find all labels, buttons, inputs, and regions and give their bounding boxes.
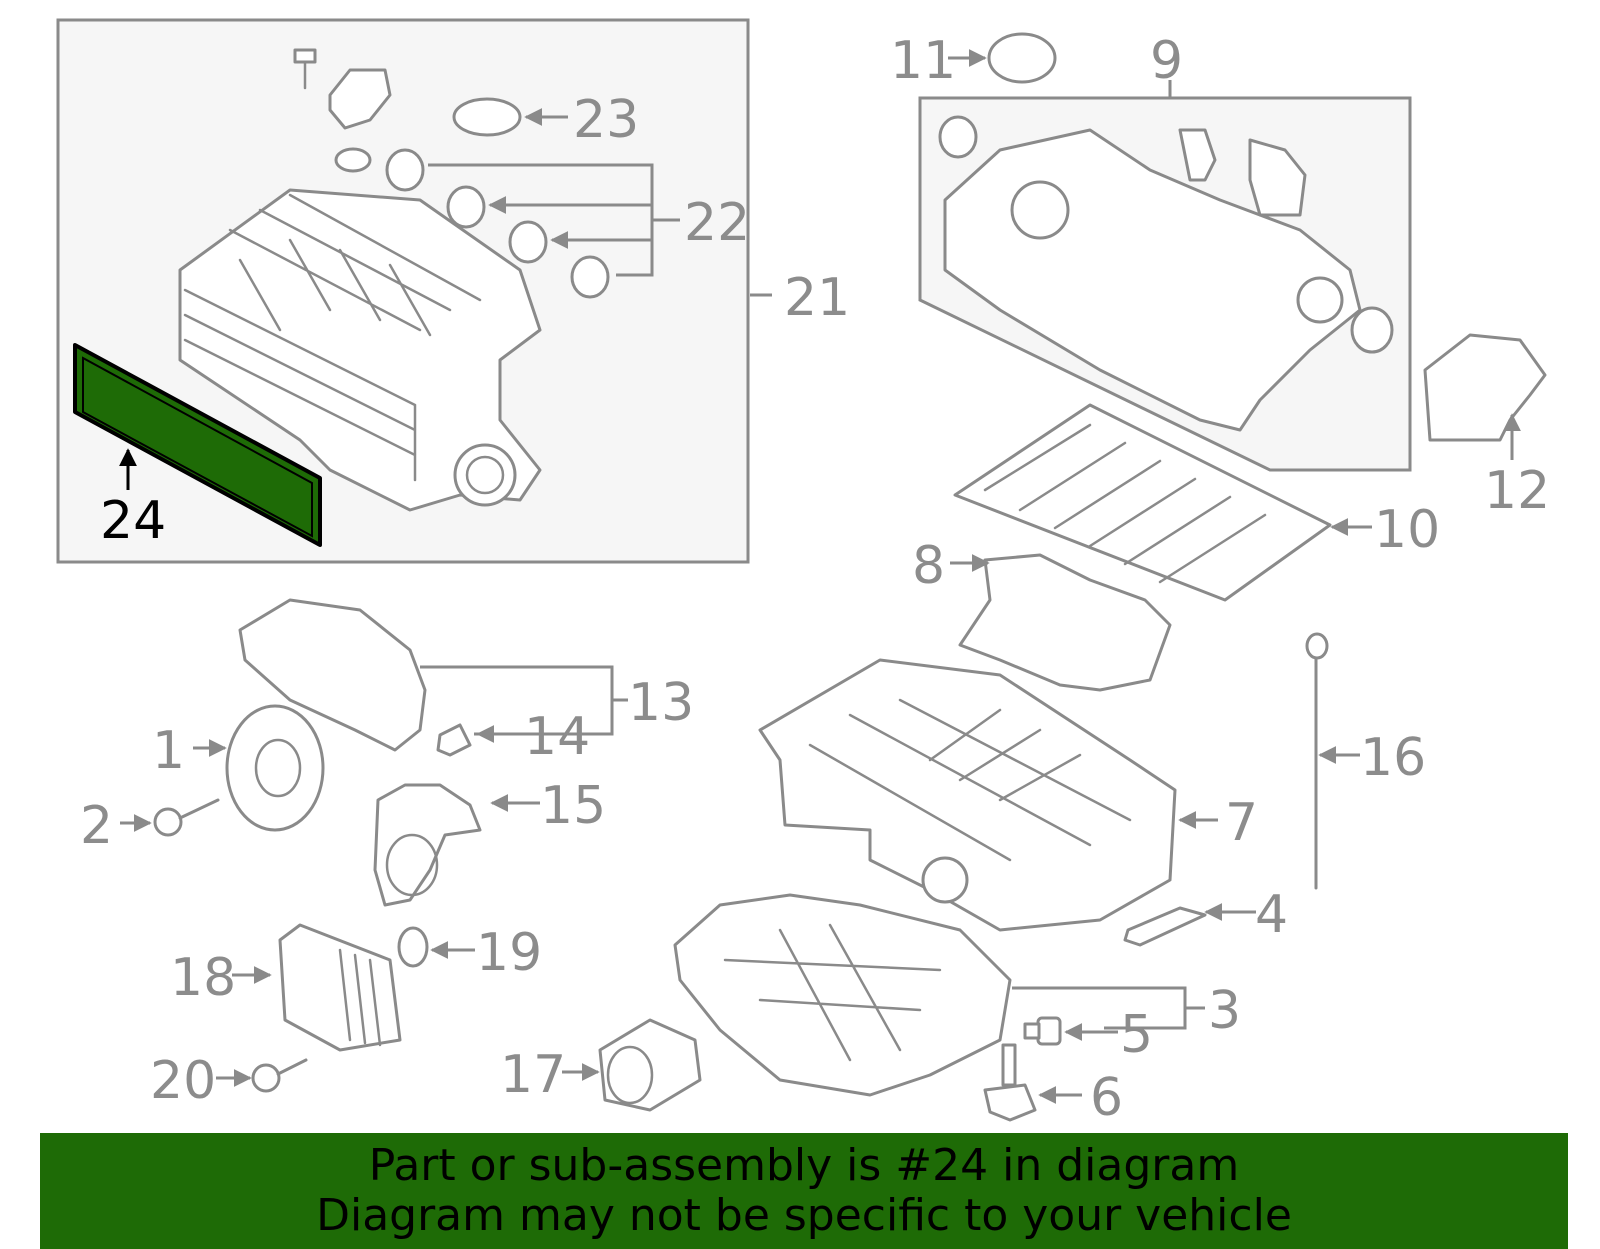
callout-5[interactable]: 5 bbox=[1120, 1005, 1153, 1065]
callout-20[interactable]: 20 bbox=[150, 1051, 216, 1111]
seal-part-23[interactable] bbox=[452, 97, 522, 137]
callout-4[interactable]: 4 bbox=[1255, 885, 1288, 945]
callout-3-leaders bbox=[1012, 986, 1205, 1030]
info-banner: Part or sub-assembly is #24 in diagram D… bbox=[40, 1133, 1568, 1249]
callout-16[interactable]: 16 bbox=[1360, 728, 1426, 788]
o-rings-part-22[interactable] bbox=[334, 147, 610, 299]
callout-23[interactable]: 23 bbox=[573, 90, 639, 150]
clip-part-14[interactable] bbox=[436, 723, 472, 757]
callout-8[interactable]: 8 bbox=[912, 536, 945, 596]
banner-line-1: Part or sub-assembly is #24 in diagram bbox=[368, 1140, 1240, 1191]
dipstick-part-16[interactable] bbox=[1305, 632, 1329, 890]
callout-7[interactable]: 7 bbox=[1225, 793, 1258, 853]
seal-housing-part-15[interactable] bbox=[373, 783, 482, 907]
banner-line-2: Diagram may not be specific to your vehi… bbox=[316, 1190, 1292, 1241]
callout-1[interactable]: 1 bbox=[152, 721, 185, 781]
o-ring-part-19[interactable] bbox=[397, 926, 429, 968]
callout-3[interactable]: 3 bbox=[1208, 981, 1241, 1041]
gasket-part-24[interactable] bbox=[73, 343, 322, 547]
bolt-part-20[interactable] bbox=[251, 1058, 308, 1093]
lower-oil-pan-part-3[interactable] bbox=[673, 893, 1012, 1097]
callout-21[interactable]: 21 bbox=[784, 268, 850, 328]
front-cover-part-13[interactable] bbox=[238, 598, 427, 752]
callout-12[interactable]: 12 bbox=[1484, 461, 1550, 521]
crank-pulley-part-1[interactable] bbox=[225, 704, 325, 832]
callout-22[interactable]: 22 bbox=[684, 193, 750, 253]
callout-15[interactable]: 15 bbox=[540, 776, 606, 836]
callout-17[interactable]: 17 bbox=[500, 1045, 566, 1105]
callout-13[interactable]: 13 bbox=[628, 673, 694, 733]
upper-oil-pan-part-7[interactable] bbox=[758, 658, 1177, 932]
oil-filter-part-17[interactable] bbox=[598, 1018, 702, 1112]
oil-cap-part-11[interactable] bbox=[987, 32, 1057, 84]
plug-part-4[interactable] bbox=[1123, 906, 1207, 947]
baffle-part-8[interactable] bbox=[958, 553, 1172, 692]
map-sensor[interactable] bbox=[293, 48, 392, 130]
callout-24[interactable]: 24 bbox=[100, 491, 166, 551]
bolt-part-2[interactable] bbox=[153, 798, 220, 837]
intake-manifold[interactable] bbox=[178, 188, 542, 512]
valve-cover-part-9[interactable] bbox=[938, 115, 1394, 432]
oil-cooler-part-18[interactable] bbox=[278, 923, 402, 1052]
callout-22-leaders bbox=[428, 163, 680, 277]
callout-14[interactable]: 14 bbox=[524, 707, 590, 767]
callout-19[interactable]: 19 bbox=[476, 923, 542, 983]
callout-18[interactable]: 18 bbox=[170, 948, 236, 1008]
shield-part-12[interactable] bbox=[1423, 333, 1547, 442]
callout-13-leaders bbox=[420, 665, 628, 736]
callout-10[interactable]: 10 bbox=[1374, 500, 1440, 560]
callout-11[interactable]: 11 bbox=[890, 31, 956, 91]
callout-6[interactable]: 6 bbox=[1090, 1068, 1123, 1128]
valve-cover-gasket-part-10[interactable] bbox=[953, 403, 1332, 602]
drain-plug-part-5[interactable] bbox=[1023, 1016, 1062, 1046]
oil-level-sensor-part-6[interactable] bbox=[983, 1043, 1037, 1122]
callout-2[interactable]: 2 bbox=[80, 796, 113, 856]
callout-9[interactable]: 9 bbox=[1150, 31, 1183, 91]
